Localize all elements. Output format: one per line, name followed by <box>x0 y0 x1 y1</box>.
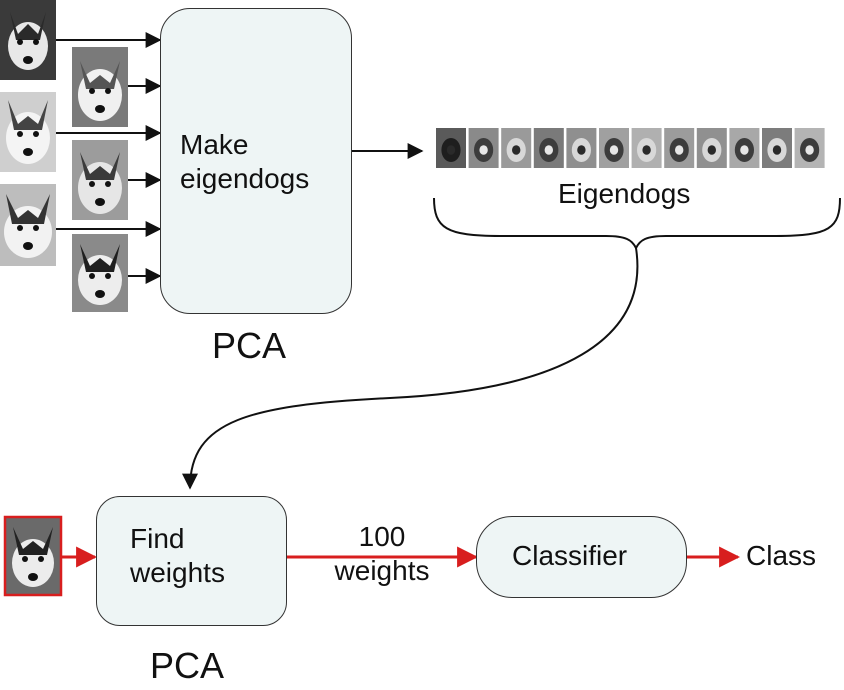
query-husky-photo <box>3 515 63 597</box>
eigendog-thumb <box>533 128 564 168</box>
eigendog-thumb <box>599 128 629 168</box>
make-eigendogs-label: Make eigendogs <box>180 129 310 194</box>
eigendog-thumb <box>436 128 466 168</box>
training-input-arrows <box>56 32 162 284</box>
classifier-box <box>476 516 687 598</box>
training-images <box>0 0 128 312</box>
weights-edge-label: 100 weights <box>334 521 430 586</box>
husky-photo-2 <box>72 47 128 127</box>
pca-caption-1: PCA <box>212 325 287 366</box>
eigendog-thumb <box>501 128 532 168</box>
husky-photo-6 <box>72 234 128 312</box>
eigendog-thumb <box>631 128 662 168</box>
husky-photo-4 <box>72 140 128 220</box>
eigendog-strip <box>436 128 825 168</box>
eigendog-thumb <box>468 128 499 168</box>
eigendog-thumb <box>729 128 760 168</box>
classifier-label: Classifier <box>512 540 628 571</box>
find-weights-label: Find weights <box>130 523 225 588</box>
eigendog-thumb <box>794 128 825 168</box>
class-output-label: Class <box>746 540 817 571</box>
husky-photo-5 <box>0 184 56 266</box>
pca-caption-2: PCA <box>150 645 225 686</box>
eigendog-thumb <box>696 128 727 168</box>
eigendog-thumb <box>664 128 695 168</box>
husky-photo-3 <box>0 92 56 172</box>
eigendogs-label: Eigendogs <box>558 178 691 209</box>
arrow-eigendogs-to-find-weights <box>182 247 639 490</box>
eigendog-thumb <box>762 128 792 168</box>
find-weights-box <box>96 496 287 626</box>
make-eigendogs-box <box>160 8 352 314</box>
eigendog-thumb <box>566 128 597 168</box>
husky-photo-1 <box>0 0 56 80</box>
